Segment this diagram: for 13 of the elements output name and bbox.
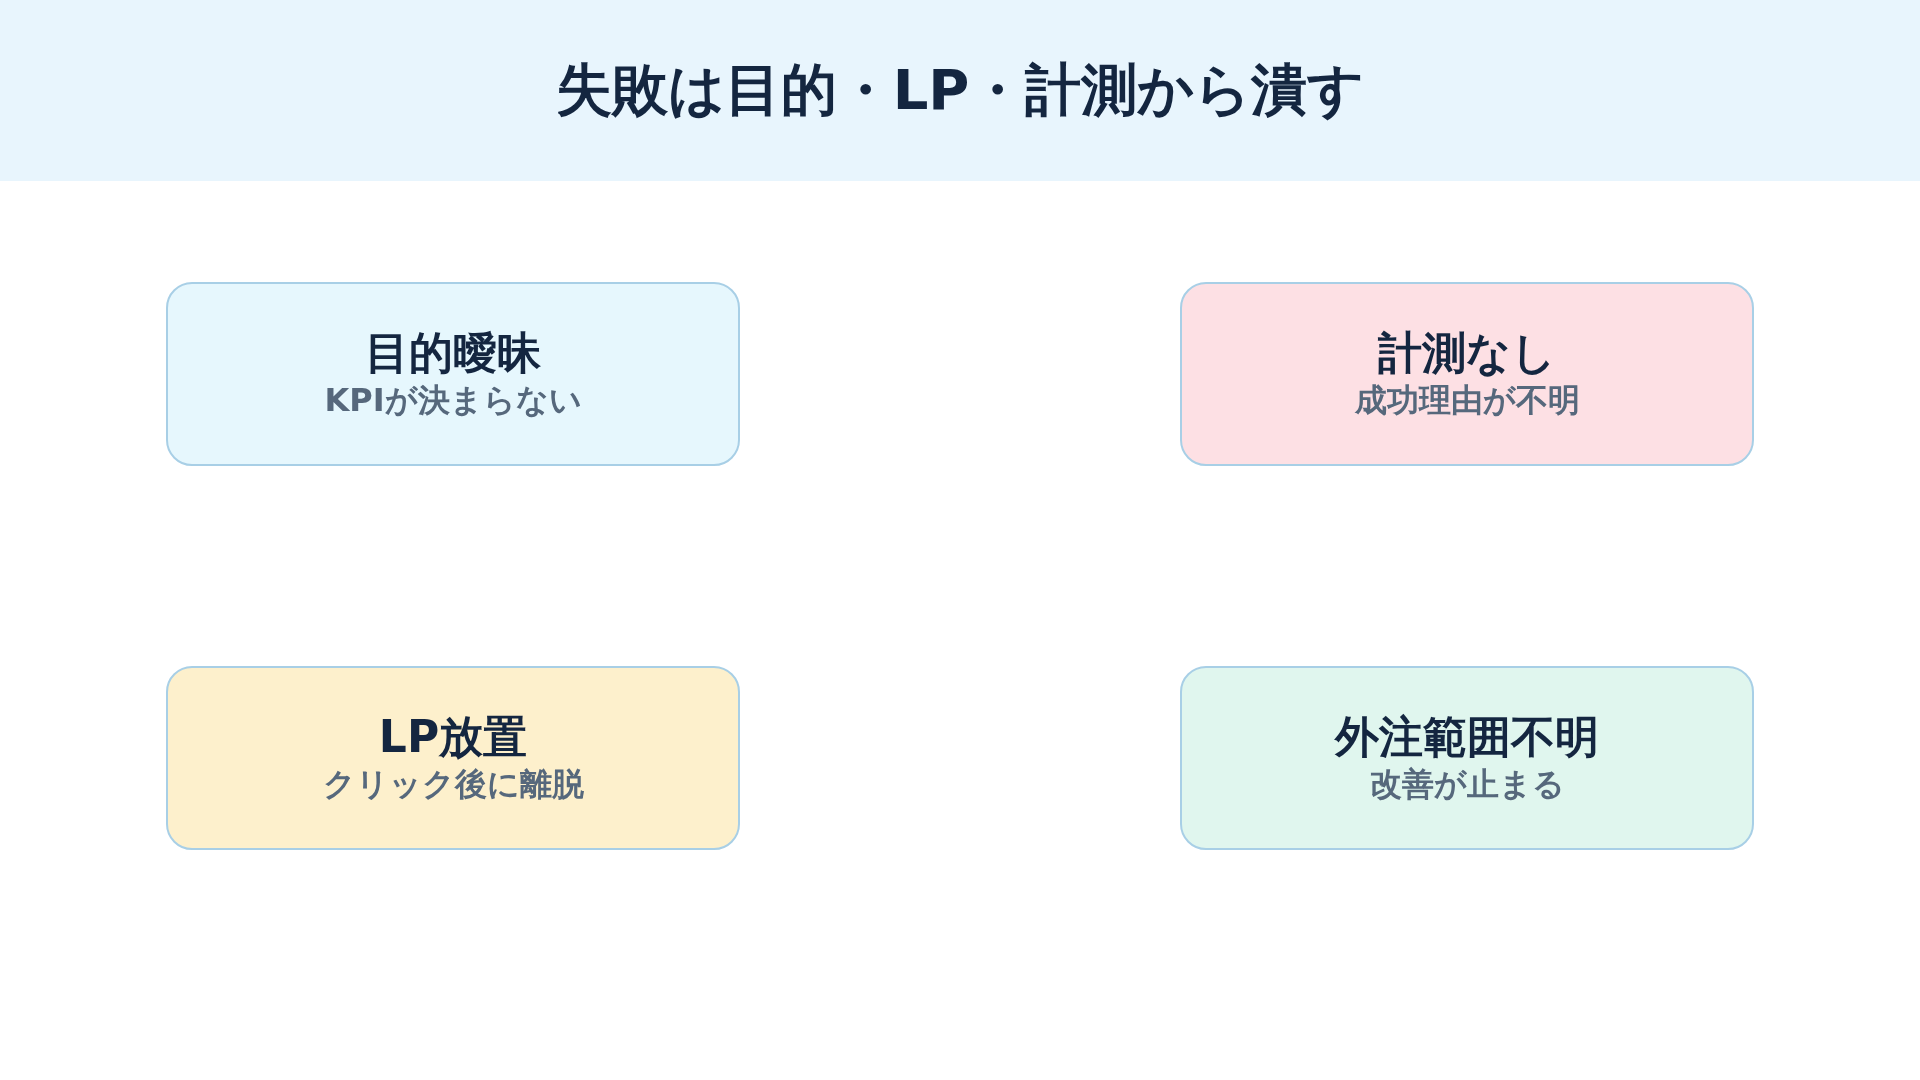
title: 失敗は目的・LP・計測から潰す — [555, 55, 1365, 124]
card-heading: 計測なし — [1378, 326, 1556, 380]
card-heading: 目的曖昧 — [365, 326, 541, 380]
card — [166, 666, 740, 850]
card — [1180, 282, 1754, 466]
card — [166, 282, 740, 466]
card-heading: 外注範囲不明 — [1335, 710, 1599, 764]
card — [1180, 666, 1754, 850]
card-subtext: クリック後に離脱 — [322, 763, 584, 805]
card-heading: LP放置 — [378, 710, 528, 764]
card-subtext: KPIが決まらない — [324, 379, 582, 421]
card-subtext: 成功理由が不明 — [1354, 379, 1580, 421]
card-subtext: 改善が止まる — [1369, 763, 1565, 805]
